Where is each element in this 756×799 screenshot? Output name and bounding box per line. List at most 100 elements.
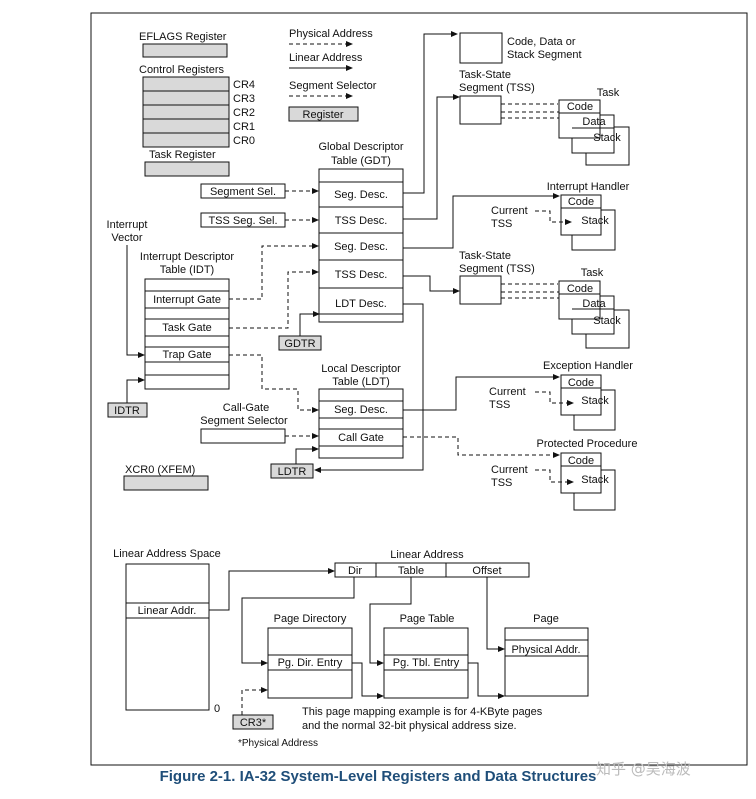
- watermark: 知乎 @吴海波: [596, 760, 691, 778]
- ldtr-register: [270, 463, 314, 479]
- interrupt-handler-current-arrow: [535, 210, 572, 225]
- ldt-entry-call-gate: Call Gate: [338, 432, 384, 444]
- xcr0-label: XCR0 (XFEM): [125, 464, 195, 476]
- protected-procedure-stack-label: Stack: [581, 474, 609, 486]
- cr3-label: CR3: [233, 93, 255, 105]
- cr1-label: CR1: [233, 121, 255, 133]
- gdt-entry-ldt-desc: LDT Desc.: [335, 298, 387, 310]
- code-data-stack-segment: [459, 32, 503, 64]
- tss1-title-2: Segment (TSS): [459, 82, 535, 94]
- dir-entry-to-page-table-arrow: [352, 662, 384, 699]
- protected-procedure-current-arrow: [535, 469, 574, 485]
- interrupt-handler-stack-label: Stack: [581, 215, 609, 227]
- gdtr-to-gdt-arrow: [299, 311, 320, 336]
- gdt-entry-tss-desc-1: TSS Desc.: [335, 215, 388, 227]
- legend-physical-address: Physical Address: [289, 28, 373, 40]
- figure-caption: Figure 2-1. IA-32 System-Level Registers…: [159, 768, 597, 785]
- interrupt-vector-2: Vector: [111, 232, 143, 244]
- legend-register-box: [288, 106, 359, 122]
- tss1-title-1: Task-State: [459, 69, 511, 81]
- gdt-table: [318, 168, 404, 323]
- exception-handler-stack-label: Stack: [581, 395, 609, 407]
- tss2-box: [459, 275, 502, 305]
- interrupt-handler-code-label: Code: [568, 196, 594, 208]
- protected-procedure-title: Protected Procedure: [537, 438, 638, 450]
- cr2-label: CR2: [233, 107, 255, 119]
- task1-stack-label: Stack: [593, 132, 621, 144]
- cr0-label: CR0: [233, 135, 255, 147]
- task2-data-label: Data: [582, 298, 606, 310]
- physical-addr-label: Physical Addr.: [511, 644, 580, 656]
- interrupt-handler-title: Interrupt Handler: [547, 181, 630, 193]
- offset-to-page-arrow: [486, 577, 505, 652]
- page-table-box: [383, 627, 469, 699]
- tbl-entry-to-page-arrow: [468, 662, 505, 699]
- seg-desc-to-interrupt-handler-arrow: [403, 193, 560, 249]
- page-directory-box: [267, 627, 353, 699]
- exception-handler-title: Exception Handler: [543, 360, 633, 372]
- tss-seg-sel-label: TSS Seg. Sel.: [208, 215, 277, 227]
- interrupt-vector-1: Interrupt: [107, 219, 148, 231]
- control-registers-label: Control Registers: [139, 64, 224, 76]
- pg-dir-entry-label: Pg. Dir. Entry: [278, 657, 343, 669]
- protected-procedure-code-label: Code: [568, 455, 594, 467]
- task2-stack-label: Stack: [593, 315, 621, 327]
- idt-title-2: Table (IDT): [160, 264, 214, 276]
- gdt-title-2: Table (GDT): [331, 155, 391, 167]
- call-gate-selector-2: Segment Selector: [200, 415, 288, 427]
- seg-desc-to-segment-arrow: [403, 31, 458, 194]
- xcr0-register: [123, 475, 209, 491]
- cr3-to-directory-arrow: [241, 687, 268, 715]
- tss-desc-to-tss-arrow: [403, 94, 460, 220]
- gdt-entry-seg-desc-1: Seg. Desc.: [334, 189, 388, 201]
- linear-address-fields: [334, 562, 530, 578]
- trap-gate-arrow: [229, 354, 319, 413]
- ldtr-to-ldt-arrow: [295, 446, 319, 464]
- cr3-label: CR3*: [240, 717, 267, 729]
- call-gate-selector-box: [200, 428, 286, 444]
- paging-note-2: and the normal 32-bit physical address s…: [302, 720, 517, 732]
- idt-title-1: Interrupt Descriptor: [140, 251, 234, 263]
- interrupt-handler-current-2: TSS: [491, 218, 512, 230]
- control-registers-stack: [142, 76, 230, 148]
- task1-title: Task: [597, 87, 620, 99]
- address-zero-label: 0: [214, 703, 220, 715]
- protected-procedure-current-2: TSS: [491, 477, 512, 489]
- ldt-entry-seg-desc: Seg. Desc.: [334, 404, 388, 416]
- eflags-register: [142, 43, 228, 58]
- task-register: [144, 161, 230, 177]
- code-data-stack-label-2: Stack Segment: [507, 49, 582, 61]
- idt-entry-interrupt-gate: Interrupt Gate: [153, 294, 221, 306]
- table-to-page-table-arrow: [369, 577, 412, 666]
- interrupt-handler-code-box: [560, 194, 602, 236]
- call-gate-to-procedure-arrow: [403, 436, 560, 458]
- ldt-table: [318, 388, 404, 459]
- protected-procedure-code-box: [560, 452, 602, 494]
- interrupt-vector-arrow: [126, 245, 145, 358]
- exception-handler-current-arrow: [535, 391, 574, 406]
- gdtr-label: GDTR: [284, 338, 315, 350]
- interrupt-handler-current-1: Current: [491, 205, 528, 217]
- idtr-label: IDTR: [114, 405, 140, 417]
- cr3-register: [232, 714, 274, 730]
- task1-code-label: Code: [567, 101, 593, 113]
- task2-title: Task: [581, 267, 604, 279]
- tss2-title-1: Task-State: [459, 250, 511, 262]
- linear-address-space-title: Linear Address Space: [113, 548, 221, 560]
- table-field-label: Table: [398, 565, 424, 577]
- protected-procedure-current-1: Current: [491, 464, 528, 476]
- task2-code-box: [558, 280, 601, 320]
- ldt-desc-arrow: [314, 303, 424, 473]
- code-data-stack-label-1: Code, Data or: [507, 36, 576, 48]
- linear-address-space-box: [125, 563, 210, 711]
- task1-data-label: Data: [582, 116, 606, 128]
- linear-addr-to-fields-arrow: [209, 568, 335, 611]
- linear-addr-label: Linear Addr.: [138, 605, 197, 617]
- page-box: [504, 627, 589, 697]
- ldt-title-1: Local Descriptor: [321, 363, 401, 375]
- paging-note-1: This page mapping example is for 4-KByte…: [302, 706, 543, 718]
- legend-register-label: Register: [303, 109, 344, 121]
- idtr-to-idt-arrow: [126, 377, 145, 403]
- exception-handler-current-2: TSS: [489, 399, 510, 411]
